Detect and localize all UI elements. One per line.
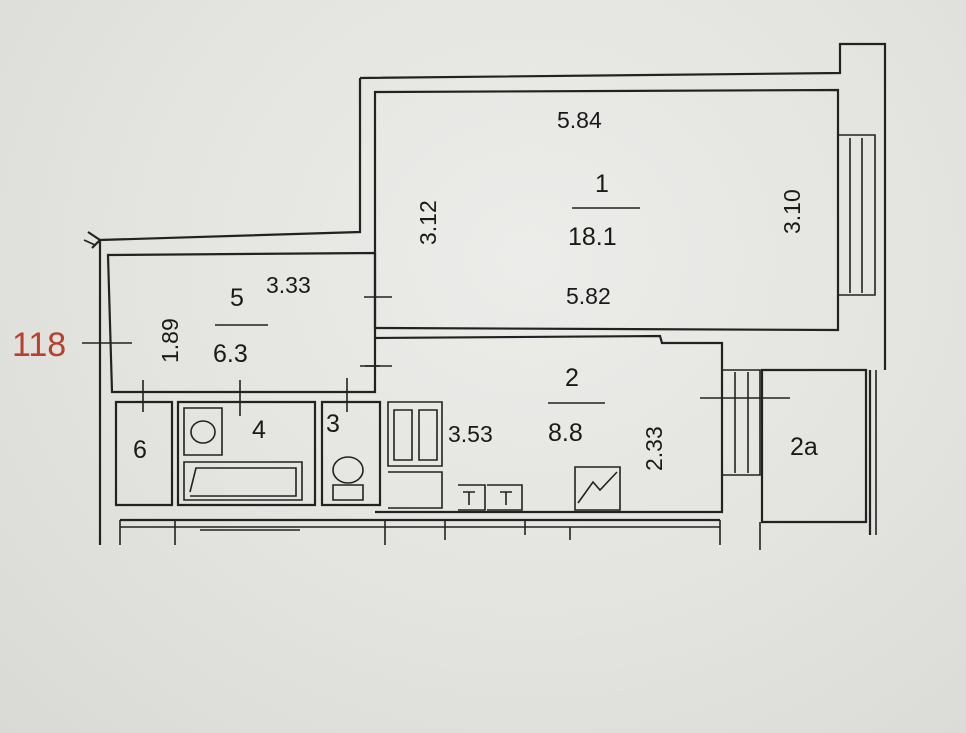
lower-edge [119,518,761,550]
room-4-number: 4 [252,416,266,444]
plan-number: 118 [12,326,66,364]
room-1-height-right: 3.10 [779,189,805,234]
room-2-number: 2 [565,364,579,392]
room-5-width: 3.33 [266,272,311,298]
room-2-area: 8.8 [548,419,583,447]
room-1-number: 1 [595,170,609,198]
room-2-height: 2.33 [641,426,667,471]
room-1-width-top: 5.84 [557,107,602,133]
room-2-width: 3.53 [448,421,493,447]
room-4-outline [176,380,317,507]
room-2a-outline [722,368,868,524]
room-1-width-bottom: 5.82 [566,283,611,309]
outer-walls [83,42,887,545]
room-5-area: 6.3 [213,340,248,368]
room-5-outline [106,251,380,394]
room-1-height-left: 3.12 [415,200,441,245]
room-3-outline [320,378,382,507]
room-5-number: 5 [230,284,244,312]
room-3-number: 3 [326,410,340,438]
room-2-outline [360,334,790,514]
kitchen-cabinets [387,401,443,509]
room-6-outline [114,380,174,507]
room-6-number: 6 [133,436,147,464]
room-2a-number: 2a [790,433,818,461]
room-5-height: 1.89 [157,318,183,363]
room-1-area: 18.1 [568,223,617,251]
